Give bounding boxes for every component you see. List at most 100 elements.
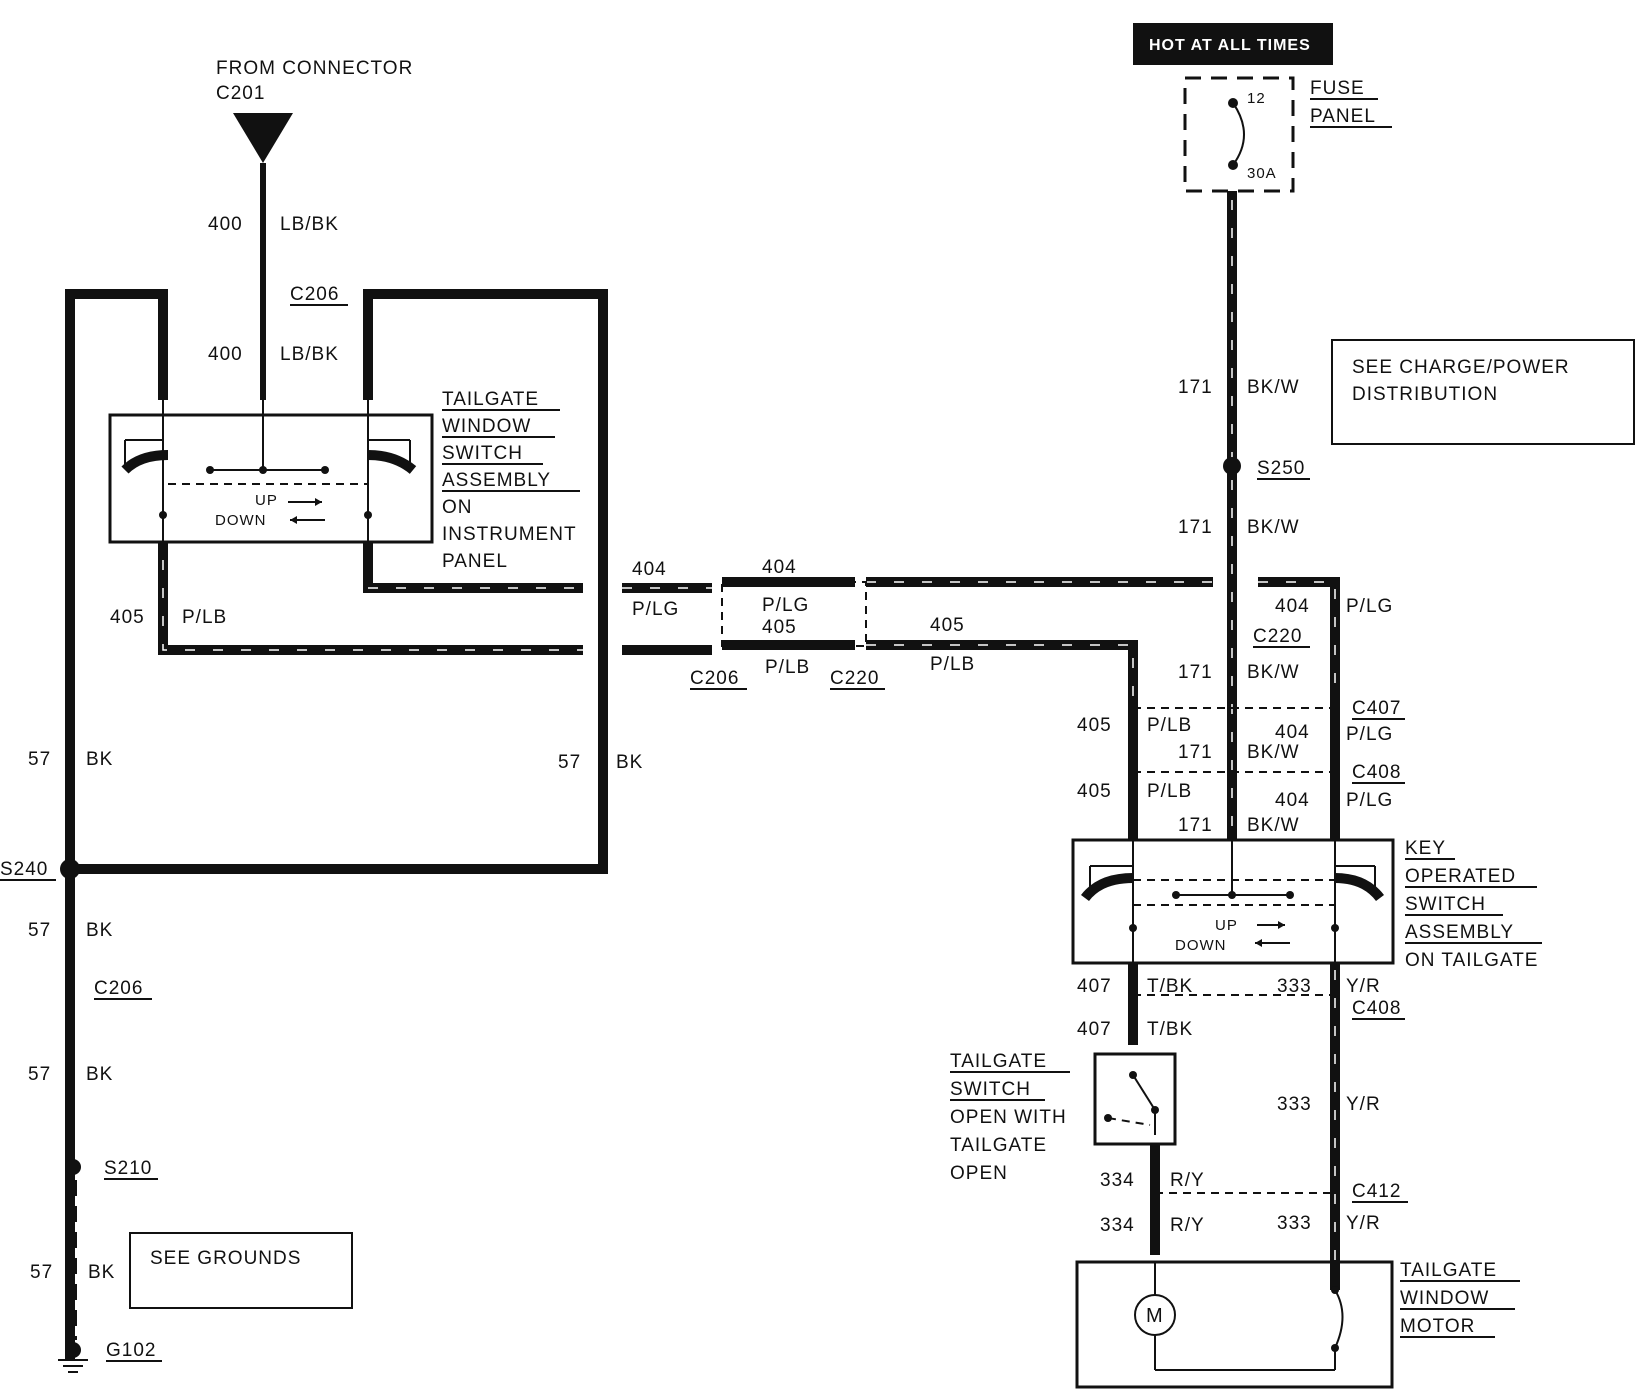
wire-400-color-1: LB/BK (280, 214, 339, 235)
c407-label: C407 (1352, 698, 1401, 719)
motor-symbol: M (1146, 1305, 1164, 1327)
wire-404-num-3: 404 (1275, 722, 1310, 743)
from-connector-line-2: C201 (216, 83, 265, 104)
key-switch-label-3: SWITCH (1405, 894, 1486, 915)
wire-57-num-4: 57 (28, 1064, 51, 1085)
wire-405-num-4: 405 (1077, 781, 1112, 802)
splice-s250 (1223, 457, 1241, 475)
wire-333-color-1: Y/R (1346, 976, 1381, 997)
c206-label-mid: C206 (690, 668, 739, 689)
tailgate-switch-label-1: TAILGATE (950, 1051, 1047, 1072)
wire-405-num-3: 405 (1077, 715, 1112, 736)
fuse-rating: 30A (1247, 165, 1277, 182)
connector-c206-c220 (721, 581, 867, 647)
key-switch-down: DOWN (1175, 937, 1227, 954)
s210-label: S210 (104, 1158, 152, 1179)
wire-405-top (866, 640, 1138, 700)
hot-at-all-times-label: HOT AT ALL TIMES (1149, 37, 1311, 54)
tws-label-4: ASSEMBLY (442, 470, 551, 491)
wire-57-num-5: 57 (30, 1262, 53, 1283)
wire-57-num-1: 57 (28, 749, 51, 770)
fuse-number: 12 (1247, 90, 1266, 107)
wire-407-num-2: 407 (1077, 1019, 1112, 1040)
wire-171-num-4: 171 (1178, 742, 1213, 763)
wire-404-num-1: 404 (632, 559, 667, 580)
wire-333-num-1: 333 (1277, 976, 1312, 997)
wire-405-color-4: P/LB (1147, 781, 1192, 802)
motor-label-3: MOTOR (1400, 1316, 1475, 1337)
wire-57-color-2: BK (616, 752, 643, 773)
wire-405-color-3: P/LB (1147, 715, 1192, 736)
key-switch-up: UP (1215, 917, 1238, 934)
wire-57-color-5: BK (88, 1262, 115, 1283)
wire-405-color-2: P/LB (930, 654, 975, 675)
wire-407-num-1: 407 (1077, 976, 1112, 997)
key-switch-label-2: OPERATED (1405, 866, 1516, 887)
wire-407-color-2: T/BK (1147, 1019, 1193, 1040)
wire-404-num-2: 404 (762, 557, 797, 578)
wire-171-num-2: 171 (1178, 517, 1213, 538)
c408-label-1: C408 (1352, 762, 1401, 783)
wire-404-color-1: P/LG (632, 599, 679, 620)
tws-label-7: PANEL (442, 551, 508, 572)
wire-407-color-1: T/BK (1147, 976, 1193, 997)
wire-404-color-4: P/LG (1346, 790, 1393, 811)
tws-up: UP (255, 492, 278, 509)
wire-400-num-1: 400 (208, 214, 243, 235)
wire-333-color-3: Y/R (1346, 1213, 1381, 1234)
tws-down: DOWN (215, 512, 267, 529)
wire-334-num-2: 334 (1100, 1215, 1135, 1236)
s240-label: S240 (0, 859, 48, 880)
wire-171-color-5: BK/W (1247, 815, 1300, 836)
tailgate-switch (1093, 1052, 1177, 1146)
wire-404-color-r: P/LG (1346, 596, 1393, 617)
fuse-panel-label-2: PANEL (1310, 106, 1376, 127)
wire-57-num-3: 57 (28, 920, 51, 941)
wire-405-num-2: 405 (930, 615, 965, 636)
key-operated-switch-assembly: UP DOWN (1071, 838, 1395, 965)
tailgate-switch-label-2: SWITCH (950, 1079, 1031, 1100)
connector-c201-icon (233, 113, 293, 163)
wire-404-num-r: 404 (1275, 596, 1310, 617)
wire-57-color-4: BK (86, 1064, 113, 1085)
wire-171-num-5: 171 (1178, 815, 1213, 836)
wire-404-color-2: P/LG (762, 595, 809, 616)
wire-171-color-1: BK/W (1247, 377, 1300, 398)
s250-label: S250 (1257, 458, 1305, 479)
c206-label-bottom: C206 (94, 978, 143, 999)
fuse-panel: 12 30A (1183, 76, 1295, 193)
key-switch-label-1: KEY (1405, 838, 1446, 859)
wire-334-num-1: 334 (1100, 1170, 1135, 1191)
c206-label-top: C206 (290, 284, 339, 305)
see-charge-power-box (1331, 339, 1635, 445)
wire-404-num-4: 404 (1275, 790, 1310, 811)
wire-404-color-3: P/LG (1346, 724, 1393, 745)
wire-405-num-1: 405 (762, 617, 797, 638)
wire-171-color-4: BK/W (1247, 742, 1300, 763)
g102-label: G102 (106, 1340, 156, 1361)
splice-s240 (60, 859, 80, 879)
see-charge-line-2: DISTRIBUTION (1352, 384, 1498, 405)
motor-label-2: WINDOW (1400, 1288, 1489, 1309)
wire-404-right (1258, 577, 1340, 700)
splice-s210 (65, 1159, 81, 1175)
tailgate-window-switch-assembly: UP DOWN (108, 400, 434, 544)
wire-405-color-1: P/LB (765, 657, 810, 678)
motor-label-1: TAILGATE (1400, 1260, 1497, 1281)
tailgate-switch-label-4: TAILGATE (950, 1135, 1047, 1156)
wire-57-left (65, 289, 168, 1360)
tws-label-2: WINDOW (442, 416, 531, 437)
tailgate-switch-label-5: OPEN (950, 1163, 1008, 1184)
tws-label-6: INSTRUMENT (442, 524, 577, 545)
wire-400-num-2: 400 (208, 344, 243, 365)
wire-405-color-left: P/LB (182, 607, 227, 628)
hot-at-all-times-banner (1133, 23, 1333, 65)
wire-57-num-2: 57 (558, 752, 581, 773)
tws-label-3: SWITCH (442, 443, 523, 464)
wire-400-color-2: LB/BK (280, 344, 339, 365)
wire-171-num-3: 171 (1178, 662, 1213, 683)
wire-334-color-2: R/Y (1170, 1215, 1205, 1236)
tws-label-5: ON (442, 497, 473, 518)
key-switch-label-5: ON TAILGATE (1405, 950, 1538, 971)
tailgate-switch-label-3: OPEN WITH (950, 1107, 1067, 1128)
